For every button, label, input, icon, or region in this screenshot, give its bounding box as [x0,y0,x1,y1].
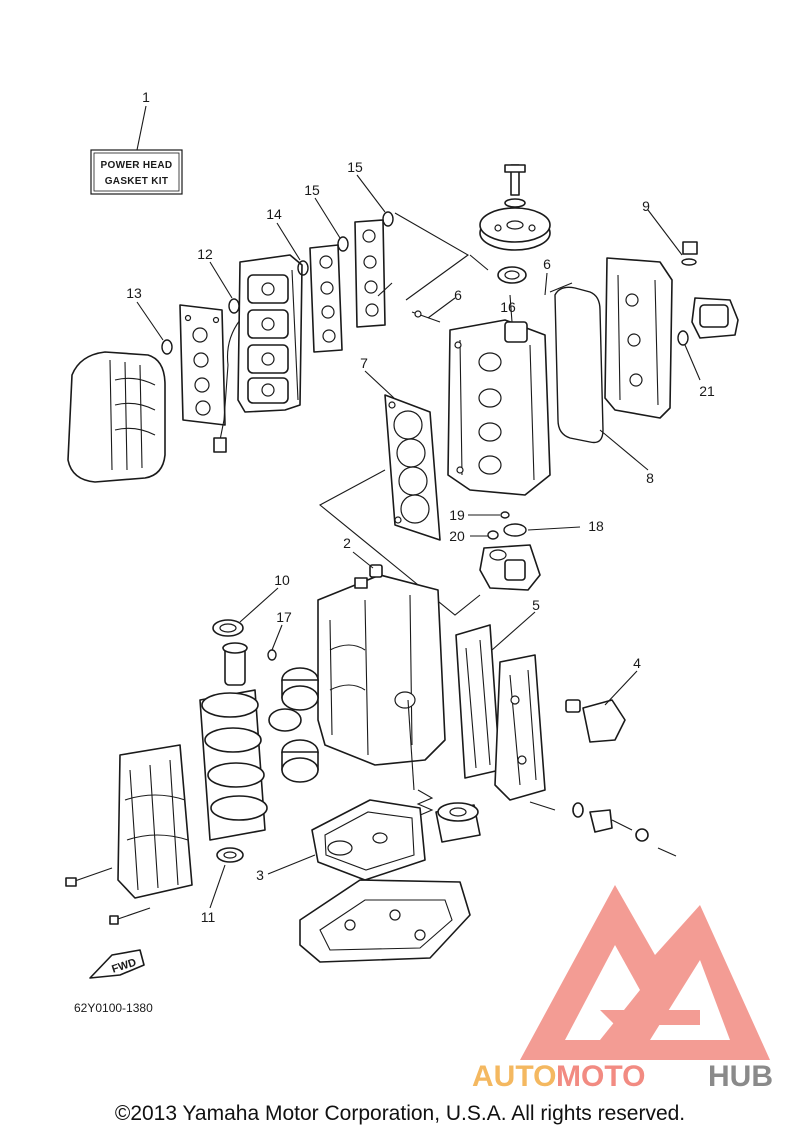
cylinder-head [447,319,551,496]
small-bolt [377,282,393,297]
oil-filler-cap [681,241,698,266]
callout-6a: 6 [454,287,462,303]
exhaust-guide [299,879,471,963]
oil-filter [435,802,481,843]
callout-numbers: 1 2 3 4 5 6 6 7 8 9 10 11 12 13 14 15 15… [126,89,715,925]
gasket-8 [554,286,604,444]
gasket-plate-15a [309,244,343,353]
callout-3: 3 [256,867,264,883]
kit-label-line2: GASKET KIT [105,176,169,187]
callout-13: 13 [126,285,142,301]
intake-cover [67,351,166,483]
callout-20: 20 [449,528,465,544]
oring-21 [677,330,689,346]
oring-14 [297,260,309,276]
oring-18 [503,523,527,537]
automotohub-wordmark: AUTO MOTO HUB [472,1060,773,1093]
bolt-lower-left-a [71,867,113,883]
gasket-kit-box: POWER HEAD GASKET KIT [90,149,183,195]
callout-18: 18 [588,518,604,534]
cylinder-block [317,574,446,766]
callout-21: 21 [699,383,715,399]
anode-housing [479,544,541,591]
callout-12: 12 [197,246,213,262]
bolts-lower-right [529,801,677,857]
copyright-notice: ©2013 Yamaha Motor Corporation, U.S.A. A… [114,1102,686,1125]
spring [416,789,434,817]
exhaust-cover [494,654,546,801]
callout-17: 17 [276,609,292,625]
callout-16: 16 [500,299,516,315]
oil-pan-gasket-3 [311,799,426,881]
oring-12 [228,298,240,314]
exhaust-gasket-5 [455,624,501,779]
callout-19: 19 [449,507,465,523]
gasket-plate-12 [179,304,226,426]
oring-15b [382,211,394,227]
fwd-arrow: FWD [89,949,145,979]
wordmark-part3: HUB [708,1060,773,1093]
head-cover [604,257,673,419]
pistons [268,667,319,783]
oring-19 [500,511,510,519]
wire-connector [213,437,227,453]
gasket-plate-15b [354,219,386,328]
diagram-code: 62Y0100-1380 [74,1001,153,1015]
oring-20 [487,530,499,540]
bolt-lower-left-b [114,907,151,921]
callout-15b: 15 [347,159,363,175]
callout-4: 4 [633,655,641,671]
thermostat-housing [691,297,739,339]
oring-17 [267,649,277,661]
wordmark-part1: AUTO [472,1060,556,1093]
wordmark-part2: MOTO [556,1060,645,1093]
callout-9: 9 [642,198,650,214]
callout-7: 7 [360,355,368,371]
flywheel-pulley [479,164,551,251]
crankshaft [199,642,268,841]
callout-10: 10 [274,572,290,588]
wire-harness [219,319,241,441]
oring-15a [337,236,349,252]
oring-13 [161,339,173,355]
thermostat-cover-4 [565,699,626,743]
callout-11: 11 [201,909,216,925]
automotohub-logo [520,885,770,1060]
callout-1: 1 [142,89,150,105]
callout-14: 14 [266,206,282,222]
callout-5: 5 [532,597,540,613]
bolt-6b [549,282,573,293]
crankcase [117,744,193,899]
kit-label-line1: POWER HEAD [101,160,173,171]
callout-2: 2 [343,535,351,551]
callout-8: 8 [646,470,654,486]
carburetor-assembly [237,254,303,413]
callout-6b: 6 [543,256,551,272]
leader-lines [136,105,701,909]
cylinder-head-gasket-7 [384,394,441,541]
callout-15a: 15 [304,182,320,198]
